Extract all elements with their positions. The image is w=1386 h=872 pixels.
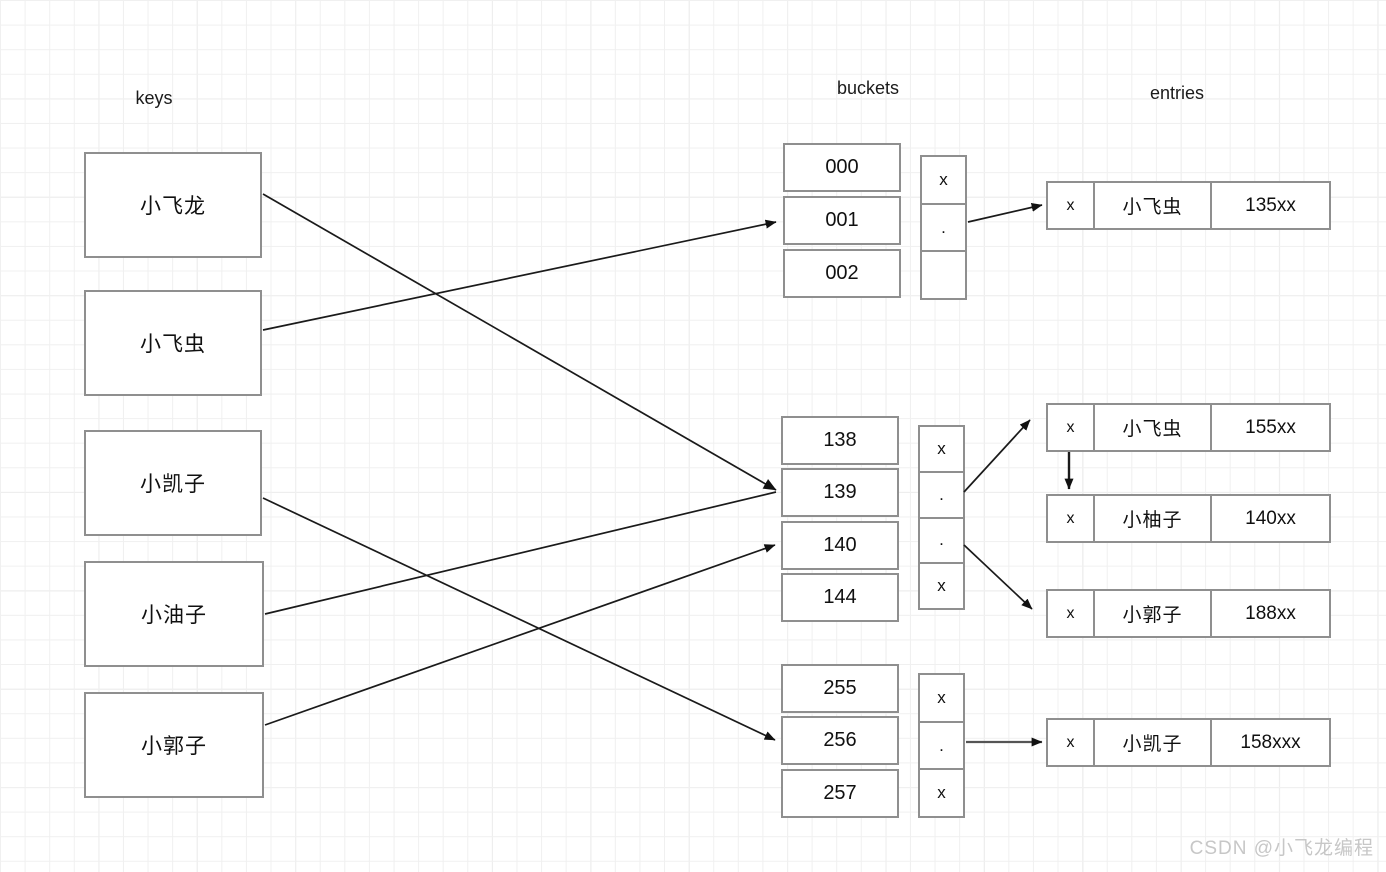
- entry-3-name: 小郭子: [1095, 591, 1212, 636]
- bucket-002[interactable]: 002: [783, 249, 901, 298]
- pointer-cell-bottom-0[interactable]: x: [920, 675, 963, 723]
- watermark-csdn: CSDN @小飞龙编程: [1189, 838, 1374, 859]
- entry-4-value: 158xxx: [1240, 731, 1301, 753]
- arrow-key1-to-bucket001: [262, 219, 777, 331]
- arrow-key4-to-bucket140: [264, 544, 776, 726]
- bucket-257[interactable]: 257: [781, 769, 899, 818]
- bucket-138[interactable]: 138: [781, 416, 899, 465]
- entry-1-name: 小飞虫: [1095, 405, 1212, 450]
- arrow-ptr-top-to-entry0: [967, 202, 1043, 223]
- entry-node-3[interactable]: x 小郭子 188xx: [1046, 589, 1331, 638]
- bucket-139[interactable]: 139: [781, 468, 899, 517]
- entry-1-flag: x: [1048, 405, 1095, 450]
- pointer-cell-top-2[interactable]: [922, 252, 965, 298]
- pointer-column-top: x .: [920, 155, 967, 300]
- arrow-key0-to-bucket139: [262, 193, 777, 491]
- entry-node-1[interactable]: x 小飞虫 155xx: [1046, 403, 1331, 452]
- entry-3-value: 188xx: [1245, 602, 1296, 624]
- pointer-cell-top-0[interactable]: x: [922, 157, 965, 205]
- entry-2-name: 小柚子: [1095, 496, 1212, 541]
- bucket-140[interactable]: 140: [781, 521, 899, 570]
- bucket-144[interactable]: 144: [781, 573, 899, 622]
- pointer-cell-middle-0[interactable]: x: [920, 427, 963, 473]
- key-box-3[interactable]: 小油子: [84, 561, 264, 667]
- arrow-key3-to-bucket139: [264, 491, 777, 615]
- key-box-4[interactable]: 小郭子: [84, 692, 264, 798]
- entry-4-name: 小凯子: [1095, 720, 1212, 765]
- column-title-keys: keys: [135, 88, 173, 108]
- entry-0-flag: x: [1048, 183, 1095, 228]
- pointer-cell-middle-1[interactable]: .: [920, 473, 963, 519]
- bucket-001[interactable]: 001: [783, 196, 901, 245]
- arrow-key2-to-bucket256: [262, 497, 776, 741]
- key-box-0[interactable]: 小飞龙: [84, 152, 262, 258]
- entry-node-2[interactable]: x 小柚子 140xx: [1046, 494, 1331, 543]
- pointer-cell-middle-3[interactable]: x: [937, 576, 946, 596]
- pointer-column-middle: x . . x: [918, 425, 965, 610]
- bucket-256[interactable]: 256: [781, 716, 899, 765]
- entry-4-flag: x: [1048, 720, 1095, 765]
- pointer-cell-bottom-1[interactable]: .: [920, 723, 963, 771]
- entry-node-0[interactable]: x 小飞虫 135xx: [1046, 181, 1331, 230]
- entry-2-flag: x: [1048, 496, 1095, 541]
- column-title-entries: entries: [1149, 83, 1205, 103]
- arrow-ptr-middle1-to-entry1: [963, 419, 1031, 493]
- entry-2-value: 140xx: [1245, 507, 1296, 529]
- entry-0-name: 小飞虫: [1095, 183, 1212, 228]
- entry-node-4[interactable]: x 小凯子 158xxx: [1046, 718, 1331, 767]
- column-title-buckets: buckets: [836, 78, 900, 98]
- bucket-000[interactable]: 000: [783, 143, 901, 192]
- key-box-2[interactable]: 小凯子: [84, 430, 262, 536]
- pointer-cell-top-1[interactable]: .: [922, 205, 965, 253]
- pointer-cell-bottom-2[interactable]: x: [937, 783, 946, 803]
- bucket-255[interactable]: 255: [781, 664, 899, 713]
- entry-3-flag: x: [1048, 591, 1095, 636]
- pointer-cell-middle-2[interactable]: .: [920, 519, 963, 565]
- key-box-1[interactable]: 小飞虫: [84, 290, 262, 396]
- entry-0-value: 135xx: [1245, 194, 1296, 216]
- pointer-column-bottom: x . x: [918, 673, 965, 818]
- arrow-ptr-middle2-to-entry3: [963, 544, 1033, 610]
- entry-1-value: 155xx: [1245, 416, 1296, 438]
